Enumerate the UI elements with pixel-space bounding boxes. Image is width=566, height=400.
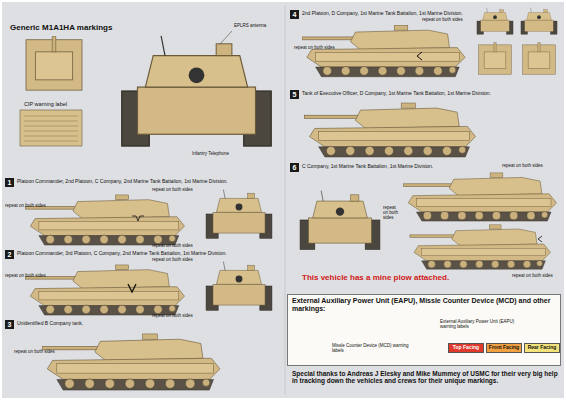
sheet-title: Generic M1A1HA markings — [10, 24, 112, 33]
marking-note: CIP warning label — [24, 101, 67, 107]
marking-note: repeat on both sides — [5, 204, 46, 209]
caption-text: Unidentified B Company tank. — [17, 320, 123, 327]
marking-note: repeat on both sides — [502, 164, 543, 169]
facing-label-box: Front Facing — [486, 343, 522, 353]
caption-text: Tank of Executive Officer, D Company, 1s… — [302, 90, 538, 97]
marking-note: repeat on both sides — [14, 350, 55, 355]
vehicle-caption: 2Platoon Commander, 3rd Platoon, C Compa… — [5, 250, 280, 268]
marking-note: repeat on both sides — [422, 18, 463, 23]
facing-text: Top Facing — [450, 345, 482, 351]
marking-note: repeat on both sides — [294, 46, 335, 51]
callout-number: 6 — [290, 163, 299, 172]
marking-note: repeat on both sides — [152, 314, 193, 319]
vehicle-caption: 5Tank of Executive Officer, D Company, 1… — [290, 90, 540, 108]
marking-note: repeat on both sides — [152, 188, 193, 193]
caption-text: Platoon Commander, 3rd Platoon, C Compan… — [17, 250, 278, 257]
facing-text: Front Facing — [488, 345, 520, 351]
marking-note: Infantry Telephone — [192, 152, 229, 157]
vehicle-caption: 6C Company, 1st Marine Tank Battalion, 1… — [290, 163, 465, 181]
marking-note: Missle Counter Device (MCD) warning labe… — [332, 344, 412, 354]
credits-note: Special thanks to Andreas J Elesky and M… — [292, 370, 560, 384]
marking-note: repeat on both sides — [5, 274, 46, 279]
facing-text: Rear Facing — [526, 345, 558, 351]
callout-number: 1 — [5, 178, 14, 187]
vehicle-caption: 1Platoon Commander, 2nd Platoon, C Compa… — [5, 178, 280, 196]
callout-number: 4 — [290, 10, 299, 19]
caption-text: Platoon Commander, 2nd Platoon, C Compan… — [17, 178, 278, 185]
markings-panel: External Auxiliary Power Unit (EAPU), Mi… — [287, 294, 561, 366]
vehicle-caption: 3Unidentified B Company tank. — [5, 320, 125, 338]
callout-number: 5 — [290, 90, 299, 99]
marking-note: repeat on both sides — [383, 206, 401, 221]
facing-label-box: Top Facing — [448, 343, 484, 353]
marking-note: repeat on both sides — [512, 274, 553, 279]
warning-note: This vehicle has a mine plow attached. — [302, 274, 449, 283]
caption-text: C Company, 1st Marine Tank Battalion, 1s… — [302, 163, 463, 170]
facing-label-box: Rear Facing — [524, 343, 560, 353]
callout-number: 3 — [5, 320, 14, 329]
callout-number: 2 — [5, 250, 14, 259]
caption-text: 2nd Platoon, D Company, 1st Marine Tank … — [302, 10, 470, 17]
marking-note: External Auxiliary Power Unit (EAPU) war… — [440, 320, 520, 330]
panel-heading: External Auxiliary Power Unit (EAPU), Mi… — [288, 295, 560, 315]
marking-note: EPLRS antenna — [234, 24, 266, 29]
marking-note: repeat on both sides — [152, 258, 193, 263]
marking-note: repeat on both sides — [152, 244, 193, 249]
